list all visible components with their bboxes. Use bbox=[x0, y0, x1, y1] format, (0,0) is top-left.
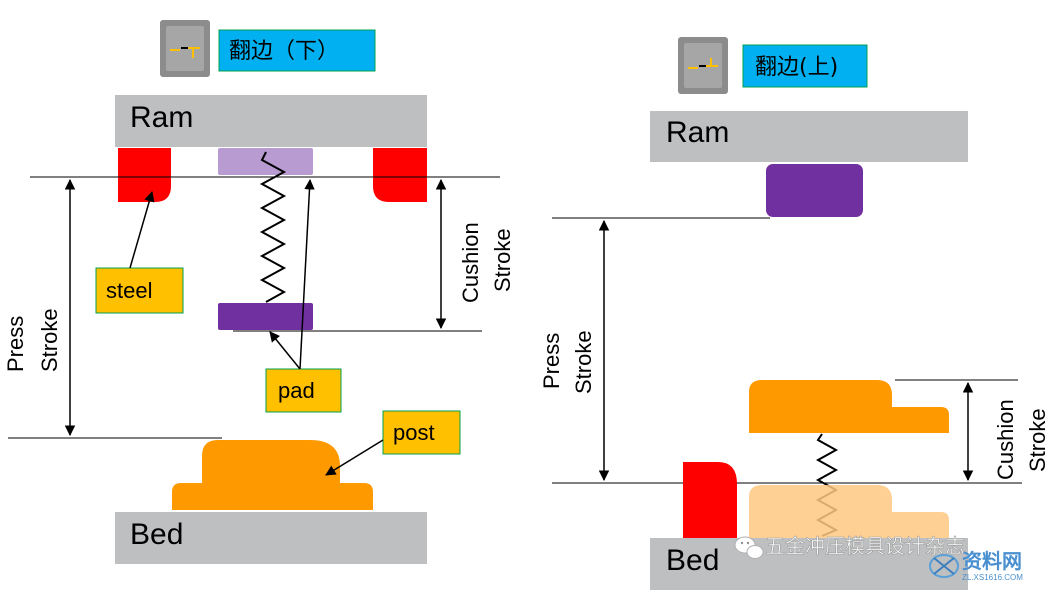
left-pad-bottom bbox=[218, 303, 313, 330]
watermark-wechat-text: 五金冲压模具设计杂志 bbox=[765, 534, 965, 558]
right-pad-ghost bbox=[749, 485, 949, 540]
right-title: 翻边(上) bbox=[755, 55, 838, 80]
wechat-icon bbox=[734, 536, 764, 559]
right-cushion-label-line1: Cushion bbox=[993, 399, 1018, 480]
left-tool-icon bbox=[160, 20, 210, 77]
site-logo-icon bbox=[929, 554, 959, 578]
right-ram bbox=[650, 111, 968, 162]
left-steel-callout-box bbox=[95, 267, 184, 314]
left-steel-left bbox=[118, 148, 171, 202]
watermark-site-name: 资料网 bbox=[962, 549, 1022, 573]
left-post-pointer bbox=[325, 439, 384, 476]
left-panel: 翻边（下） Ram Press Stroke Cushion Stroke Be… bbox=[3, 20, 515, 564]
right-punch bbox=[766, 164, 863, 217]
right-panel: 翻边(上) Ram Press Stroke Cushion Stroke Be… bbox=[539, 37, 1050, 590]
left-post-callout: post bbox=[393, 420, 435, 445]
left-title-box bbox=[218, 29, 376, 72]
left-post-callout-box bbox=[382, 410, 461, 455]
right-press-label-line2: Stroke bbox=[571, 330, 596, 394]
right-steel bbox=[683, 462, 737, 538]
left-ram-label: Ram bbox=[130, 101, 193, 134]
left-pad-pointer-upper bbox=[299, 178, 315, 370]
left-title: 翻边（下） bbox=[229, 39, 339, 64]
left-pad-callout-box bbox=[265, 368, 342, 413]
left-ram bbox=[115, 95, 427, 147]
watermark-site-url: ZL.XS1616.COM bbox=[962, 573, 1023, 582]
right-pad bbox=[749, 380, 949, 433]
left-pad-pointer-lower bbox=[269, 331, 301, 370]
right-press-label-line1: Press bbox=[539, 333, 564, 389]
left-bed bbox=[115, 512, 427, 564]
watermark: 五金冲压模具设计杂志 资料网 ZL.XS1616.COM bbox=[734, 534, 1023, 582]
right-bed bbox=[650, 538, 968, 590]
right-title-box bbox=[742, 44, 868, 88]
left-cushion-label-line2: Stroke bbox=[490, 228, 515, 292]
right-cushion-label-line2: Stroke bbox=[1025, 408, 1050, 472]
left-spring bbox=[259, 151, 287, 303]
left-cushion-label-line1: Cushion bbox=[458, 222, 483, 303]
left-pad-callout: pad bbox=[278, 378, 315, 403]
left-steel-callout: steel bbox=[106, 278, 152, 303]
left-bed-label: Bed bbox=[130, 518, 183, 551]
left-steel-pointer bbox=[129, 190, 155, 269]
left-steel-right bbox=[373, 148, 427, 202]
right-tool-icon bbox=[678, 37, 728, 94]
left-press-label-line2: Stroke bbox=[37, 308, 62, 372]
left-press-label-line1: Press bbox=[3, 316, 28, 372]
right-bed-label: Bed bbox=[666, 544, 719, 577]
right-ram-label: Ram bbox=[666, 116, 729, 149]
left-post bbox=[172, 440, 373, 510]
